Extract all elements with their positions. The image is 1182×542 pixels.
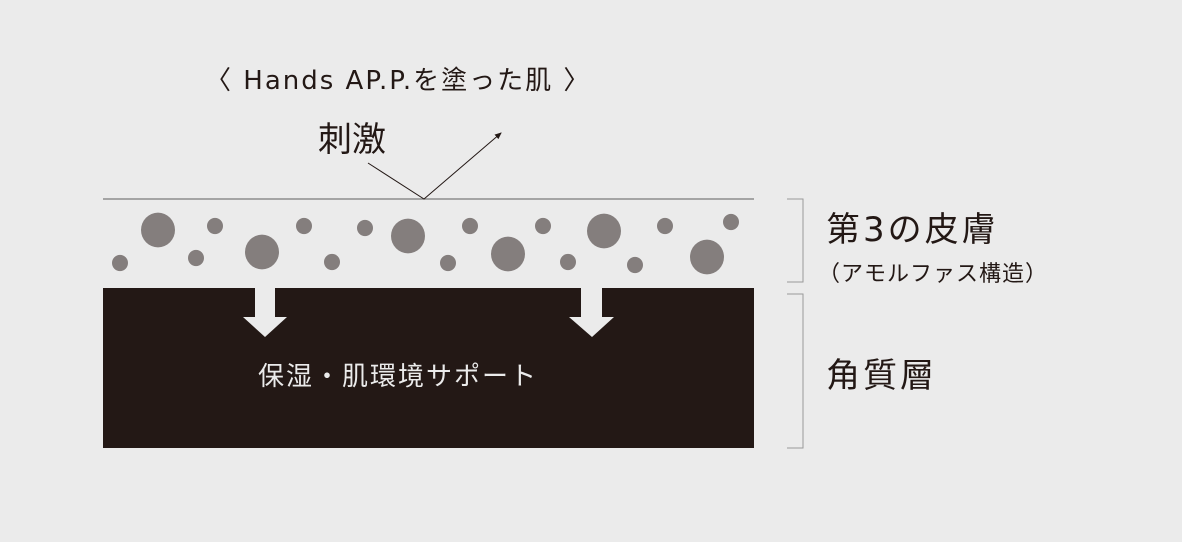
particle [391,218,425,254]
particle [357,219,373,237]
particle [462,217,478,235]
particle [141,212,175,248]
down-arrow-icon [569,288,614,337]
layer-name-stratum: 角質層 [826,356,937,396]
layer-sub-third-skin: （アモルファス構造） [818,262,1049,287]
particle [723,213,739,231]
amorphous-particles [112,212,739,275]
particle [112,254,128,272]
particle [245,234,279,270]
down-arrow-icon [243,288,287,337]
particle [535,217,551,235]
particle [188,249,204,267]
layer-name-third-skin: 第3の皮膚 [826,210,999,250]
diagram-title: 〈 Hands AP.P.を塗った肌 〉 [205,66,592,96]
particle [491,236,525,272]
inner-label: 保湿・肌環境サポート [258,362,539,392]
particle [296,217,312,235]
stimulus-reflect-arrow [367,132,502,200]
stratum-corneum-block [103,288,754,448]
stimulus-label: 刺激 [318,120,386,160]
particle [690,239,724,275]
particle [560,253,576,271]
particle [657,217,673,235]
particle [324,253,340,271]
particle [207,217,223,235]
particle [440,254,456,272]
bracket-stratum [787,293,804,449]
particle [627,256,643,274]
particle [587,213,621,249]
bracket-third-skin [787,198,804,283]
